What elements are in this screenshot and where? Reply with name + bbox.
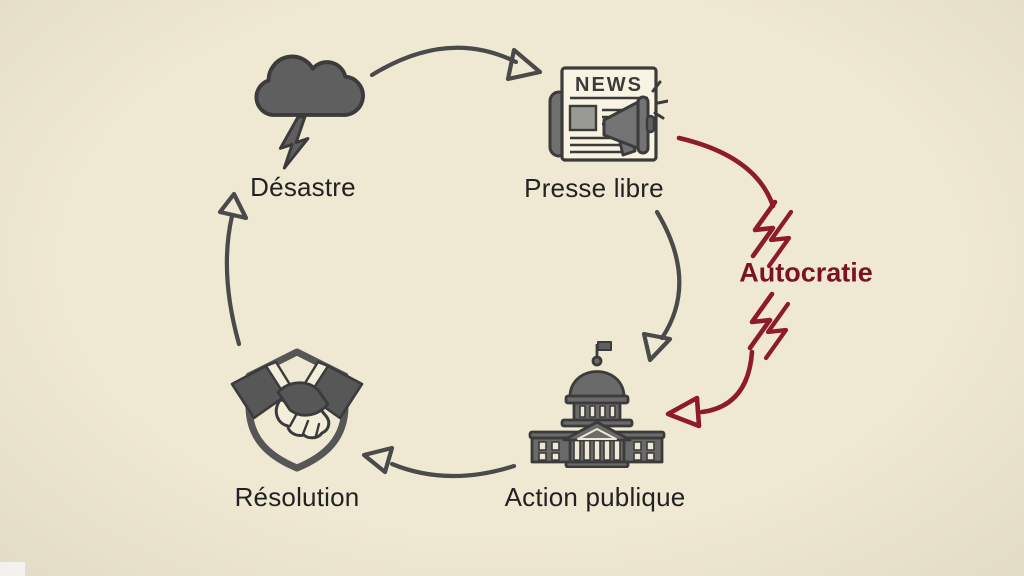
newspaper-megaphone-icon: NEWS	[536, 58, 670, 170]
edge-press-to-autocracy	[676, 135, 776, 209]
capitol-icon	[524, 338, 670, 469]
disruptor-label-autocracy: Autocratie	[739, 257, 873, 288]
edge-press-to-action	[641, 209, 682, 363]
edge-resolution-to-disaster	[217, 191, 249, 347]
edge-autocracy-to-action	[665, 349, 755, 429]
corner-notch	[0, 562, 25, 576]
handshake-shield-icon	[230, 342, 364, 474]
node-label-resolution: Résolution	[234, 482, 360, 512]
edge-action-to-resolution	[361, 445, 517, 479]
handshake	[230, 360, 364, 440]
node-label-public-action: Action publique	[504, 482, 686, 512]
node-label-free-press: Presse libre	[524, 173, 664, 203]
storm-cloud-icon	[237, 52, 367, 170]
news-masthead: NEWS	[575, 74, 643, 96]
megaphone-icon	[602, 80, 670, 157]
node-label-disaster: Désastre	[250, 172, 356, 202]
lightning-break-icon-top	[750, 199, 794, 269]
edge-disaster-to-press	[369, 45, 543, 82]
lightning-break-icon-bottom	[747, 291, 791, 361]
